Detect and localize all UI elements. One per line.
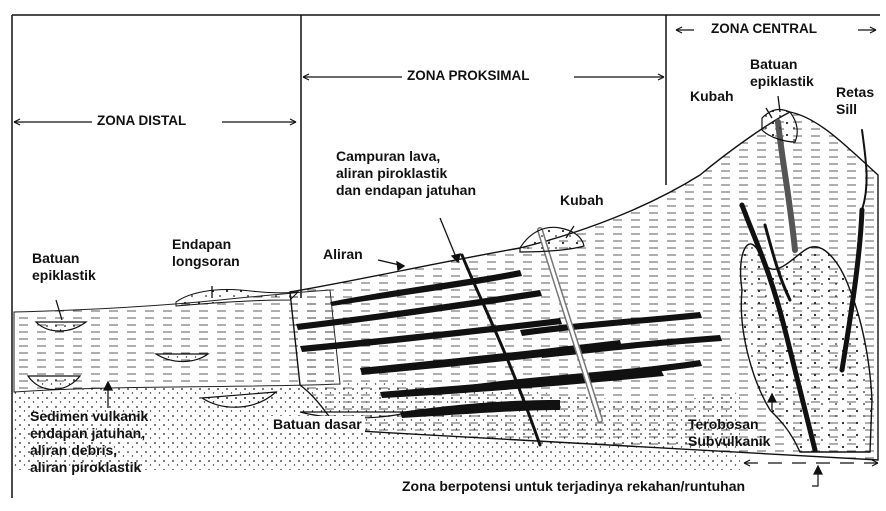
label-zona-berpotensi: Zona berpotensi untuk terjadinya rekahan…	[402, 478, 745, 495]
label-batuan-epiklastik-top: Batuan epiklastik	[750, 56, 814, 90]
zone-central-label: ZONA CENTRAL	[706, 21, 822, 36]
label-campuran-lava: Campuran lava, aliran piroklastik dan en…	[336, 148, 476, 199]
label-aliran: Aliran	[323, 246, 363, 263]
flank-dome	[520, 227, 584, 252]
label-sedimen-vulkanik: Sedimen vulkanik endapan jatuhan, aliran…	[30, 408, 148, 476]
zone-proksimal-label: ZONA PROKSIMAL	[402, 68, 535, 83]
label-kubah-summit: Kubah	[690, 88, 734, 105]
zone-distal-label: ZONA DISTAL	[92, 113, 191, 128]
label-batuan-dasar: Batuan dasar	[270, 416, 365, 433]
label-retas-sill: Retas Sill	[836, 84, 874, 118]
label-batuan-epiklastik-left: Batuan epiklastik	[32, 250, 96, 284]
label-kubah-flank: Kubah	[560, 192, 604, 209]
label-endapan-longsoran: Endapan longsoran	[172, 236, 240, 270]
label-terobosan-subvulkanik: Terobosan Subvulkanik	[688, 416, 770, 450]
